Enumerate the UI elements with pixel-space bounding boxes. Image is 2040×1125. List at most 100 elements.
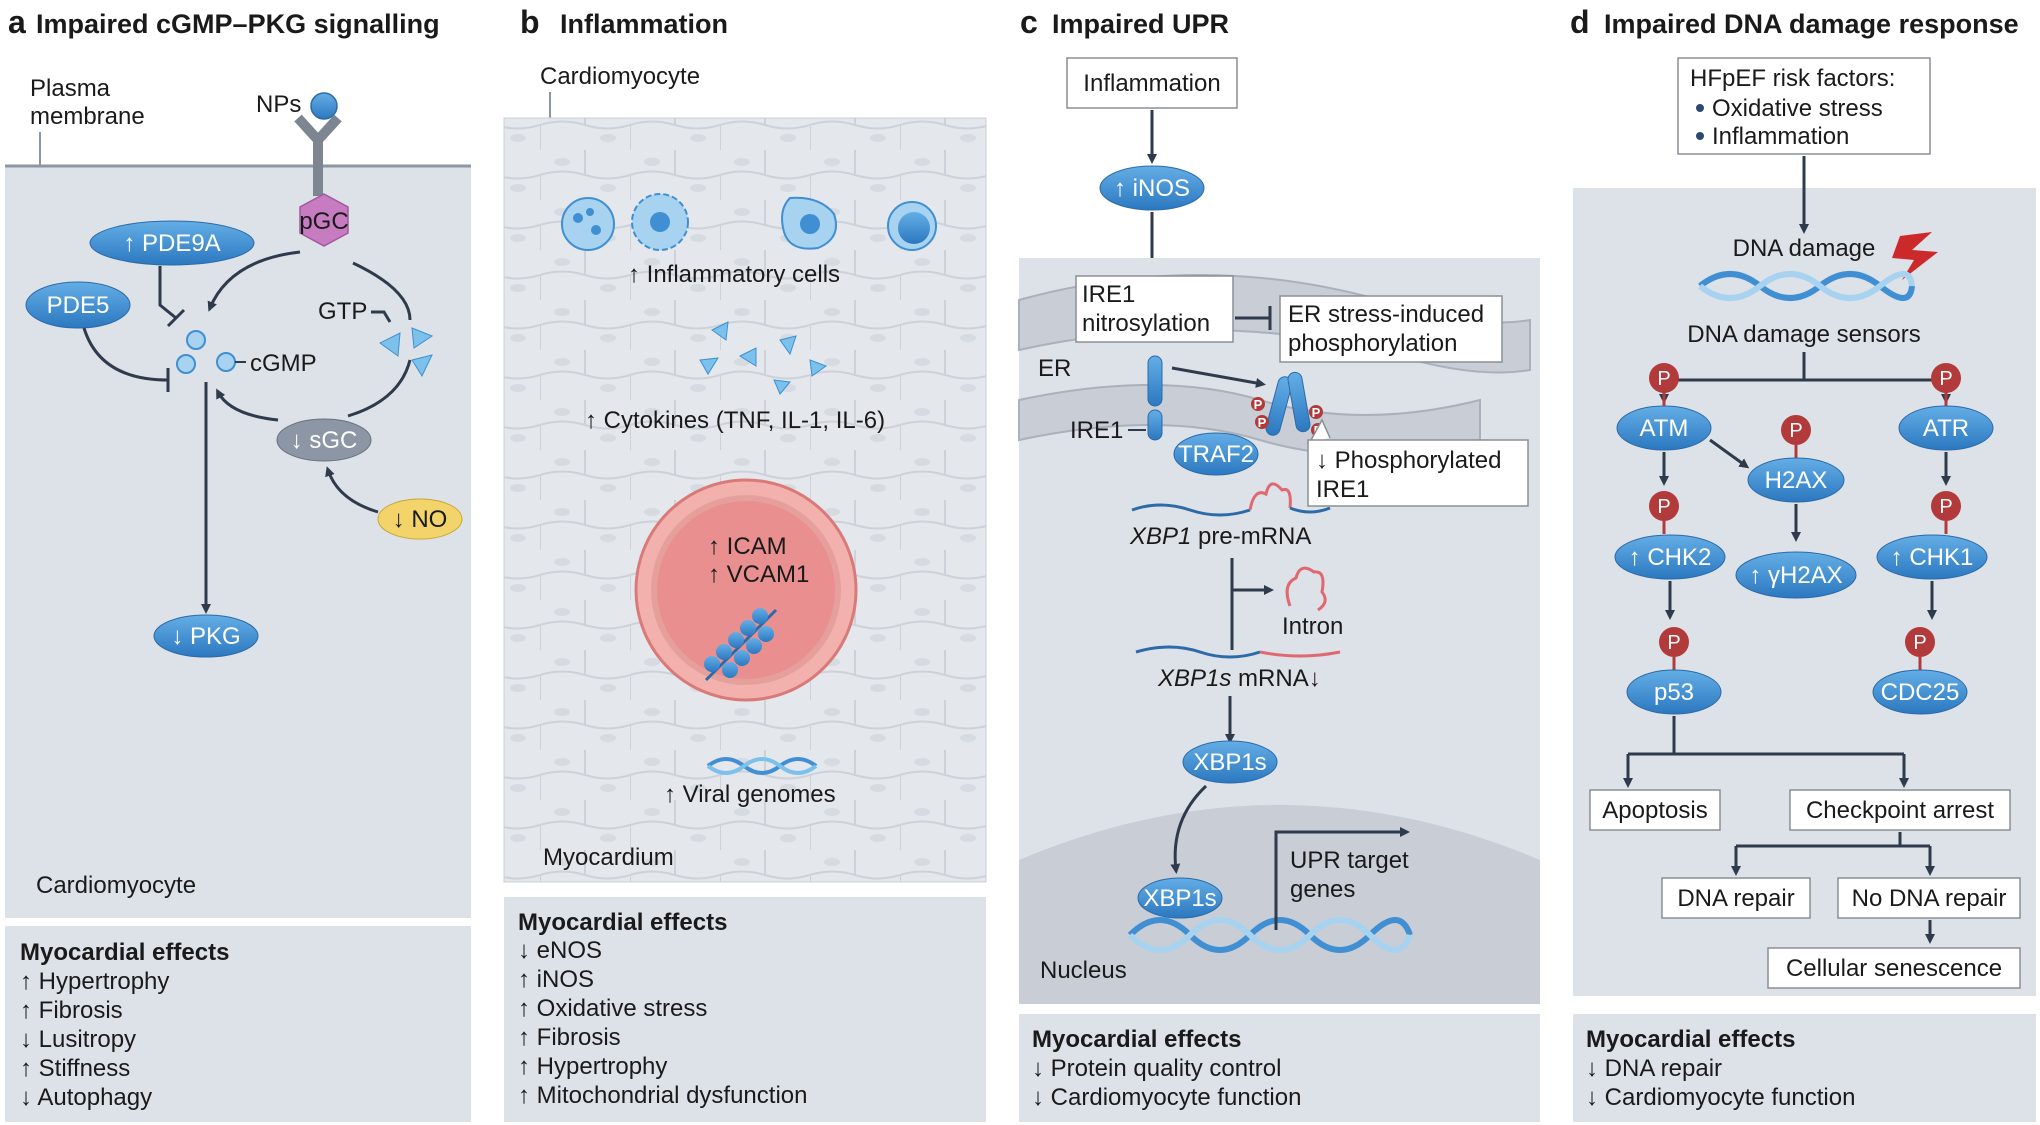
effects-title-b: Myocardial effects [518, 909, 727, 936]
p53-branch-lines [1628, 716, 1904, 756]
ire1-nitrosylation-label-1: IRE1 [1082, 281, 1135, 308]
atr-label: ATR [1923, 415, 1969, 442]
phospho-badge-icon [1649, 363, 1679, 393]
no-label: ↓ NO [393, 506, 448, 533]
senescence-label: Cellular senescence [1786, 955, 2002, 982]
cell-granule-icon [573, 213, 583, 223]
atm-oval [1616, 405, 1712, 451]
np-ligand-icon [310, 92, 338, 120]
sgc-oval [276, 418, 372, 462]
no-dna-repair-label: No DNA repair [1852, 885, 2007, 912]
viral-genomes-label: ↑ Viral genomes [664, 781, 836, 808]
sgc-label: ↓ sGC [291, 427, 358, 454]
phospho-label: P [1667, 632, 1680, 654]
xbp1s-nuclear-label: XBP1s [1143, 885, 1216, 912]
panel-d: d Impaired DNA damage response HFpEF ris… [1570, 4, 2036, 1122]
myocardium-label: Myocardium [543, 844, 674, 871]
sensor-branch-lines [1664, 352, 1946, 382]
xbp1-pre-mrna-label: XBP1 pre-mRNA [1129, 523, 1311, 550]
traf2-oval [1173, 432, 1259, 476]
pde9a-inhibit-bar [166, 308, 186, 328]
effects-box-c [1019, 1014, 1540, 1122]
panel-c-title: Impaired UPR [1052, 9, 1229, 39]
phospho-icon [1251, 397, 1265, 411]
phospho-icon [1309, 405, 1323, 419]
xbp1s-mrna-label: XBP1s mRNA↓ [1157, 665, 1321, 692]
dna-damage-label: DNA damage [1733, 235, 1876, 262]
cardiomyocyte-area-a [5, 166, 471, 918]
senescence-box [1767, 947, 2021, 989]
pgc-hexagon-icon [299, 193, 349, 247]
intron-icon [1285, 566, 1327, 612]
panel-a: a Impaired cGMP–PKG signalling Plasma me… [5, 4, 471, 1122]
plasma-membrane-label-2: membrane [30, 103, 145, 130]
phospho-badge-icon [1931, 363, 1961, 393]
ire1-dimer-icon [1287, 371, 1311, 433]
xbp1s-nuclear-oval [1137, 877, 1223, 919]
phospho-label: P [1789, 420, 1802, 442]
er-stress-box [1279, 295, 1503, 363]
callout-pointer [1309, 418, 1331, 443]
panel-a-title: Impaired cGMP–PKG signalling [36, 9, 440, 39]
pde9a-oval [89, 220, 255, 266]
checkpoint-branch-lines [1736, 832, 1930, 848]
cytokines-label: ↑ Cytokines (TNF, IL-1, IL-6) [585, 407, 885, 434]
ire1-monomer-icon [1147, 355, 1163, 407]
chk2-label: ↑ CHK2 [1629, 544, 1712, 571]
phospho-label: P [1254, 397, 1263, 412]
inos-oval [1099, 165, 1205, 211]
mrna-strand-icon [1131, 503, 1251, 517]
icam-label: ↑ ICAM [708, 533, 787, 560]
intron-loop-icon [1248, 482, 1292, 511]
phospho-label: P [1913, 632, 1926, 654]
dna-helix-icon [1698, 271, 1915, 301]
panel-a-letter: a [8, 4, 26, 40]
no-dna-repair-box [1837, 877, 2021, 919]
phospho-badge-icon [1931, 491, 1961, 521]
cgmp-molecule-icon [176, 354, 196, 374]
ire1-nitrosylation-label-2: nitrosylation [1082, 310, 1210, 337]
panel-b-letter: b [520, 4, 540, 40]
cell-nucleus-icon [898, 212, 930, 244]
inos-label: ↑ iNOS [1114, 175, 1190, 202]
viral-genome-strand-icon [706, 757, 818, 775]
pde9a-inhibit-line [158, 266, 177, 320]
panel-c: c Impaired UPR Inflammation ↑ iNOS ER IR… [1018, 4, 1540, 1122]
ire1-nitrosylation-box [1075, 275, 1234, 343]
phospho-badge-icon [1659, 627, 1689, 657]
panel-d-letter: d [1570, 4, 1590, 40]
traf2-label: TRAF2 [1178, 441, 1254, 468]
inflammatory-cell-icon [561, 197, 615, 251]
atm-label: ATM [1640, 415, 1689, 442]
effect-item-b: ↑ Fibrosis [518, 1024, 621, 1051]
adhesion-bead-icon [716, 644, 732, 660]
panel-b: b Inflammation Cardiomyocyte ↑ Inflammat… [503, 4, 987, 1122]
pde5-label: PDE5 [47, 292, 110, 319]
cgmp-label: cGMP [250, 350, 317, 377]
atr-oval [1898, 405, 1994, 451]
effect-item-d: ↓ Cardiomyocyte function [1586, 1084, 1855, 1111]
chk1-label: ↑ CHK1 [1891, 544, 1974, 571]
h2ax-oval [1747, 457, 1845, 503]
mrna-strand-icon [1289, 506, 1331, 514]
effect-item-a: ↑ Stiffness [20, 1055, 130, 1082]
adhesion-bead-icon [704, 656, 720, 672]
cdc25-label: CDC25 [1881, 679, 1960, 706]
effect-item-a: ↑ Hypertrophy [20, 968, 169, 995]
adhesion-bead-icon [740, 620, 756, 636]
vessel-lumen-icon [651, 495, 841, 685]
chk2-oval [1614, 534, 1726, 580]
pde9a-label: ↑ PDE9A [123, 230, 220, 257]
h2ax-label: H2AX [1765, 467, 1828, 494]
adhesion-bead-icon [758, 626, 774, 642]
phospho-label: P [1939, 368, 1952, 390]
adhesion-bead-icon [722, 662, 738, 678]
cgmp-molecule-icon [216, 352, 236, 372]
receptor-fork-icon [294, 114, 342, 145]
phospho-label: P [1657, 496, 1670, 518]
adhesion-bead-icon [728, 632, 744, 648]
cytokine-triangle-icon [809, 359, 828, 377]
dna-helix-icon [1127, 917, 1413, 953]
cytokine-triangle-icon [779, 335, 797, 356]
phospho-badge-icon [1905, 627, 1935, 657]
